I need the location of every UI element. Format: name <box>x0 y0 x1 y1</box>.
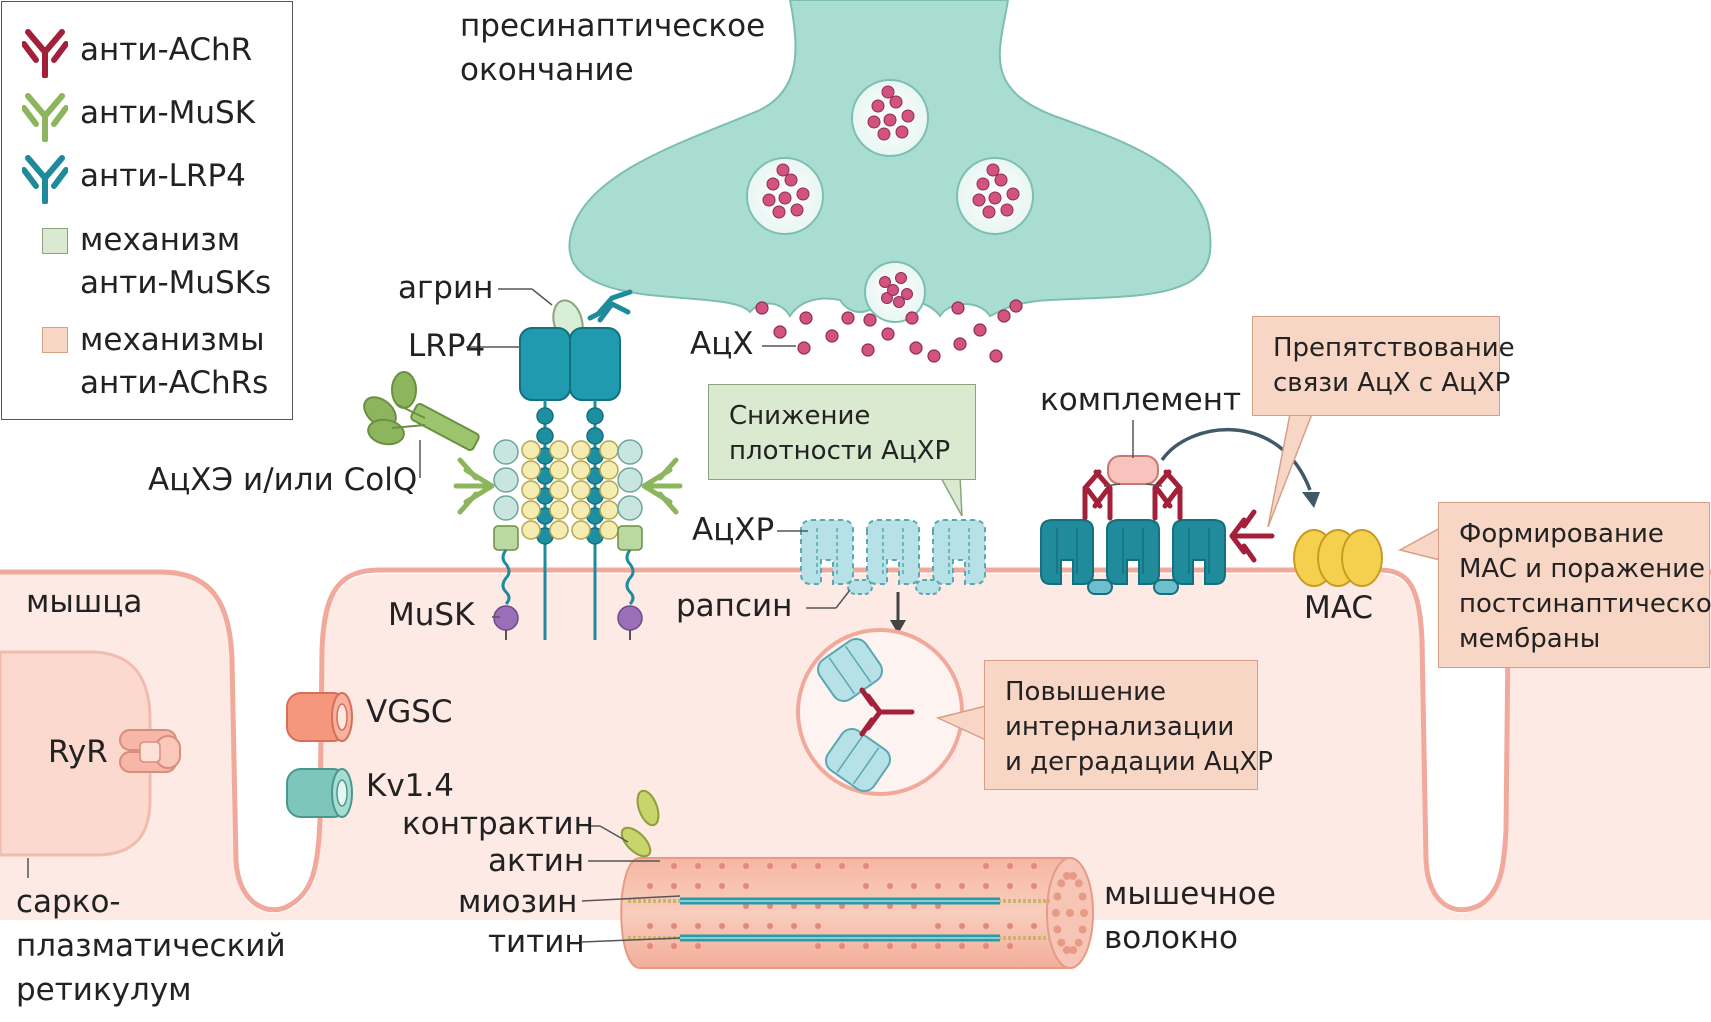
sr-label-2: плазматический <box>16 928 286 964</box>
callout-mac-line2: MAC и поражение <box>1459 554 1705 584</box>
callout-density: Снижение плотности АцХР <box>708 384 976 480</box>
ryr-label: RyR <box>48 734 108 770</box>
ache-colq-label: АцХЭ и/или ColQ <box>148 462 418 498</box>
presynaptic-label-1: пресинаптическое <box>460 8 766 44</box>
titin-label: титин <box>488 924 585 960</box>
actin-label: актин <box>488 843 585 879</box>
presynaptic-label-2: окончание <box>460 52 634 88</box>
vgsc-channel-icon <box>286 692 353 742</box>
leader-lines <box>419 288 1134 943</box>
callout-internalization-line3: и деградации АцХР <box>1005 747 1273 777</box>
green-square-icon <box>42 228 68 254</box>
muscle-fiber-icon <box>620 857 1094 969</box>
achr-density-group <box>800 519 986 595</box>
myosin-label: миозин <box>458 884 578 920</box>
callout-mac-line3: постсинаптической <box>1459 589 1711 619</box>
fiber-label-1: мышечное <box>1104 876 1276 912</box>
legend-anti-achr: анти-AChR <box>80 32 253 68</box>
fiber-label-2: волокно <box>1104 920 1238 956</box>
antibody-teal-icon <box>22 155 68 204</box>
mac-complex-icon <box>1293 529 1383 587</box>
callout-internalization-line2: интернализации <box>1005 712 1235 742</box>
callout-blocking-line2: связи АцХ с АцХР <box>1273 368 1511 398</box>
achr-label: АцХР <box>692 512 775 548</box>
agrin-label: агрин <box>398 270 494 306</box>
lrp4-label: LRP4 <box>408 328 486 364</box>
complement-label: комплемент <box>1040 382 1242 418</box>
kv14-label: Kv1.4 <box>366 768 454 804</box>
acetylcholine-molecules <box>755 299 1023 363</box>
legend-anti-musk: анти-MuSK <box>80 95 256 131</box>
lrp4-musk-complex <box>363 289 683 640</box>
contractin-icon-2 <box>620 826 652 858</box>
contractin-label: контрактин <box>402 806 594 842</box>
callout-mac-line1: Формирование <box>1459 519 1664 549</box>
ryr-channel-icon <box>119 729 181 773</box>
callout-mac: Формирование MAC и поражение постсинапти… <box>1438 502 1711 668</box>
rapsyn-label: рапсин <box>676 588 793 624</box>
callout-internalization: Повышение интернализации и деградации Ац… <box>984 660 1273 790</box>
muscle-label: мышца <box>26 584 143 620</box>
callout-mac-line4: мембраны <box>1459 624 1601 654</box>
legend-musk-mechanism-1: механизм <box>80 222 241 258</box>
sr-label-3: ретикулум <box>16 972 192 1008</box>
callout-internalization-line1: Повышение <box>1005 677 1166 707</box>
sr-label-1: сарко- <box>16 884 121 920</box>
lrp4-icon <box>519 327 571 401</box>
postsynaptic-membrane <box>0 567 1711 913</box>
achr-complement-group <box>1040 455 1275 595</box>
pink-square-icon <box>42 327 68 353</box>
vgsc-label: VGSC <box>366 694 453 730</box>
kv14-channel-icon <box>286 768 353 818</box>
legend-anti-lrp4: анти-LRP4 <box>80 158 246 194</box>
anti-lrp4-antibody-icon <box>587 289 633 323</box>
legend: анти-AChR анти-MuSK анти-LRP4 механизм а… <box>1 1 293 420</box>
ache-colq-icon <box>363 371 480 451</box>
antibody-red-icon <box>22 29 68 78</box>
synaptic-vesicles <box>746 79 1034 323</box>
callout-blocking: Препятствование связи АцХ с АцХР <box>1252 316 1515 416</box>
internalized-achr <box>817 637 915 793</box>
callout-density-line1: Снижение <box>729 401 871 431</box>
legend-musk-mechanism-2: анти-MuSKs <box>80 265 272 301</box>
muscle-cytoplasm <box>0 574 1711 1022</box>
callout-blocking-line1: Препятствование <box>1273 333 1515 363</box>
mac-label: MAC <box>1304 590 1374 626</box>
musk-label: MuSK <box>388 597 475 633</box>
contractin-icon <box>636 789 660 827</box>
complement-arrow-icon <box>1160 427 1320 508</box>
callout-density-line2: плотности АцХР <box>729 436 951 466</box>
legend-achr-mechanism-2: анти-AChRs <box>80 365 269 401</box>
internalization-arrow-icon <box>890 592 906 634</box>
legend-achr-mechanism-1: механизмы <box>80 322 265 358</box>
antibody-green-icon <box>22 93 68 142</box>
ach-label: АцХ <box>690 326 754 362</box>
